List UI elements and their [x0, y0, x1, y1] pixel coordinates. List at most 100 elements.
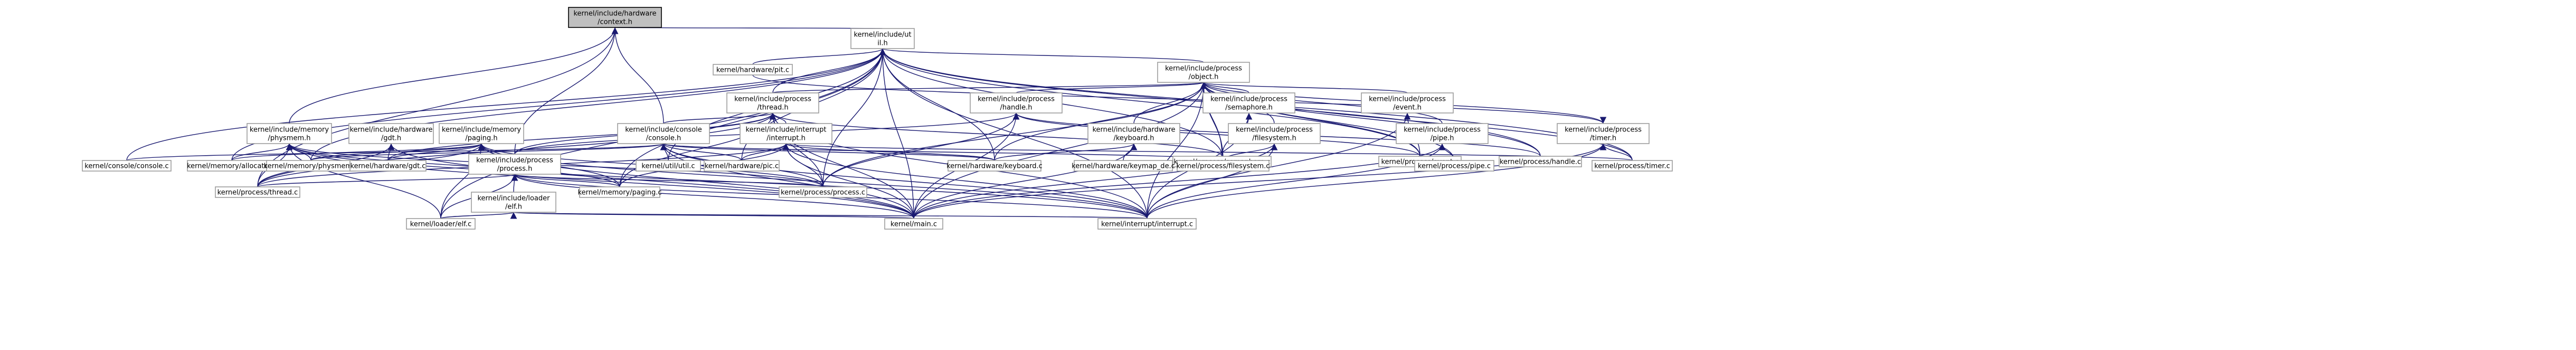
edge-console_c-to-util_h [126, 48, 886, 161]
node-label: kernel/include/process [1369, 96, 1446, 103]
edge-process_c-to-process_h [512, 174, 823, 187]
node-interrupt-h[interactable]: kernel/include/interrupt/interrupt.h [740, 123, 832, 144]
edge-interrupt_c-to-interrupt_h [782, 143, 1148, 219]
node-label: il.h [877, 40, 888, 48]
node-label: kernel/hardware/pic.c [705, 163, 779, 171]
node-keymap-de-c[interactable]: kernel/hardware/keymap_de.c [1072, 160, 1175, 172]
node-pit-c[interactable]: kernel/hardware/pit.c [713, 64, 793, 75]
node-keyboard-c[interactable]: kernel/hardware/keyboard.c [946, 160, 1043, 172]
node-elf-c[interactable]: kernel/loader/elf.c [406, 218, 476, 230]
node-label: /thread.h [757, 104, 788, 112]
node-util-h[interactable]: kernel/include/util.h [850, 28, 915, 49]
edge-keyboard_c-to-util_h [879, 48, 995, 161]
edge-keyboard_c-to-kconsole_h [660, 143, 995, 161]
node-box [439, 123, 524, 144]
node-filesystem-c[interactable]: kernel/process/filesystem.c [1177, 160, 1270, 172]
node-box [1414, 160, 1494, 172]
edge-physmem_c-to-kconsole_h [310, 143, 667, 161]
edge-interrupt_c-to-physmem_h [286, 143, 1148, 219]
node-pipe-c[interactable]: kernel/process/pipe.c [1414, 160, 1494, 172]
edge-paging_c-to-util_h [619, 48, 886, 187]
node-console-h[interactable]: kernel/include/hardware/context.h [568, 7, 662, 28]
node-gdt-h[interactable]: kernel/include/hardware/gdt.h [348, 123, 434, 144]
edge-thread_c-to-console_h [257, 27, 619, 187]
node-label: kernel/process/process.c [781, 189, 865, 197]
node-timer-c[interactable]: kernel/process/timer.c [1592, 160, 1673, 172]
node-box [1592, 160, 1673, 172]
node-label: kernel/memory/paging.c [578, 189, 662, 197]
node-pic-c[interactable]: kernel/hardware/pic.c [704, 160, 780, 172]
node-label: kernel/process/filesystem.c [1177, 163, 1270, 171]
node-box [704, 160, 780, 172]
edge-physmem_c-to-util_h [310, 48, 886, 161]
node-box [948, 160, 1041, 172]
node-label: kernel/hardware/pit.c [716, 67, 789, 74]
node-util-c[interactable]: kernel/util/util.c [636, 160, 701, 172]
node-label: /context.h [598, 18, 632, 26]
node-box [406, 218, 476, 230]
node-box [468, 154, 561, 175]
node-handle-c[interactable]: kernel/process/handle.c [1499, 156, 1582, 167]
edge-keyboard_c-to-keyboard_h [994, 143, 1138, 161]
node-box [1557, 123, 1650, 144]
node-process-c[interactable]: kernel/process/process.c [779, 186, 867, 198]
node-timer-h[interactable]: kernel/include/process/timer.h [1557, 123, 1650, 144]
node-interrupt-c[interactable]: kernel/interrupt/interrupt.c [1097, 218, 1197, 230]
node-label: /physmem.h [268, 135, 310, 143]
edge-gdt_c-to-paging_h [387, 143, 485, 161]
node-physmem-c[interactable]: kernel/memory/physmem.c [264, 160, 358, 172]
node-label: kernel/process/pipe.c [1418, 163, 1491, 171]
node-label: kernel/interrupt/interrupt.c [1101, 221, 1193, 229]
node-label: kernel/loader/elf.c [410, 221, 471, 229]
node-label: kernel/process/handle.c [1500, 158, 1581, 166]
node-event-h[interactable]: kernel/include/process/event.h [1361, 92, 1454, 113]
edge-kconsole_h-to-thread_h [663, 112, 776, 124]
node-label: kernel/include/process [1236, 126, 1313, 134]
node-console-c[interactable]: kernel/console/console.c [82, 160, 172, 172]
node-physmem-h[interactable]: kernel/include/memory/physmem.h [247, 123, 332, 144]
node-paging-h[interactable]: kernel/include/memory/paging.h [439, 123, 524, 144]
edge-main_c-to-timer_h [913, 143, 1607, 219]
node-filesystem-h[interactable]: kernel/include/process/filesystem.h [1228, 123, 1321, 144]
edge-main_c-to-physmem_h [286, 143, 914, 219]
edge-keyboard_c-to-interrupt_h [783, 143, 995, 161]
node-keyboard-h[interactable]: kernel/include/hardware/keyboard.h [1087, 123, 1180, 144]
node-label: kernel/include/process [1210, 96, 1287, 103]
node-thread-c[interactable]: kernel/process/thread.c [215, 186, 300, 198]
node-object-h[interactable]: kernel/include/process/object.h [1157, 62, 1250, 83]
edge-elf_c-to-elf_h [440, 212, 517, 219]
edge-event_c-to-handle_h [1012, 112, 1420, 157]
node-elf-h[interactable]: kernel/include/loader/elf.h [471, 192, 556, 213]
node-label: /handle.h [1000, 104, 1032, 112]
node-label: /elf.h [505, 203, 522, 211]
node-pipe-h[interactable]: kernel/include/process/pipe.h [1396, 123, 1489, 144]
node-label: kernel/include/console [625, 126, 702, 134]
node-label: /timer.h [1590, 135, 1616, 143]
edge-main_c-to-pipe_h [913, 143, 1446, 219]
node-label: kernel/main.c [891, 221, 937, 229]
node-handle-h[interactable]: kernel/include/process/handle.h [970, 92, 1063, 113]
node-label: kernel/hardware/keyboard.c [946, 163, 1043, 171]
edge-paging_c-to-process_h [511, 174, 620, 187]
node-allocator-c[interactable]: kernel/memory/allocator.c [187, 160, 277, 172]
node-main-c[interactable]: kernel/main.c [884, 218, 943, 230]
node-label: kernel/include/process [1165, 65, 1242, 73]
node-label: kernel/hardware/keymap_de.c [1072, 163, 1175, 171]
node-box [1074, 160, 1173, 172]
node-paging-c[interactable]: kernel/memory/paging.c [578, 186, 662, 198]
node-label: kernel/include/hardware [1092, 126, 1175, 134]
node-gdt-c[interactable]: kernel/hardware/gdt.c [349, 160, 427, 172]
node-label: kernel/include/ut [854, 31, 911, 39]
edge-process_c-to-handle_h [822, 112, 1020, 187]
edge-process_c-to-object_h [822, 82, 1207, 187]
node-label: kernel/hardware/gdt.c [351, 163, 426, 171]
node-semaphore-h[interactable]: kernel/include/process/semaphore.h [1202, 92, 1295, 113]
node-process-h[interactable]: kernel/include/process/process.h [468, 154, 561, 175]
node-label: kernel/include/interrupt [746, 126, 827, 134]
edge-pit_c-to-util_h [752, 48, 886, 65]
node-kconsole-h[interactable]: kernel/include/console/console.h [617, 123, 710, 144]
node-box [713, 64, 793, 75]
edge-main_c-to-keyboard_h [913, 143, 1138, 219]
node-thread-h[interactable]: kernel/include/process/thread.h [726, 92, 819, 113]
edge-interrupt_c-to-pipe_h [1147, 143, 1446, 219]
